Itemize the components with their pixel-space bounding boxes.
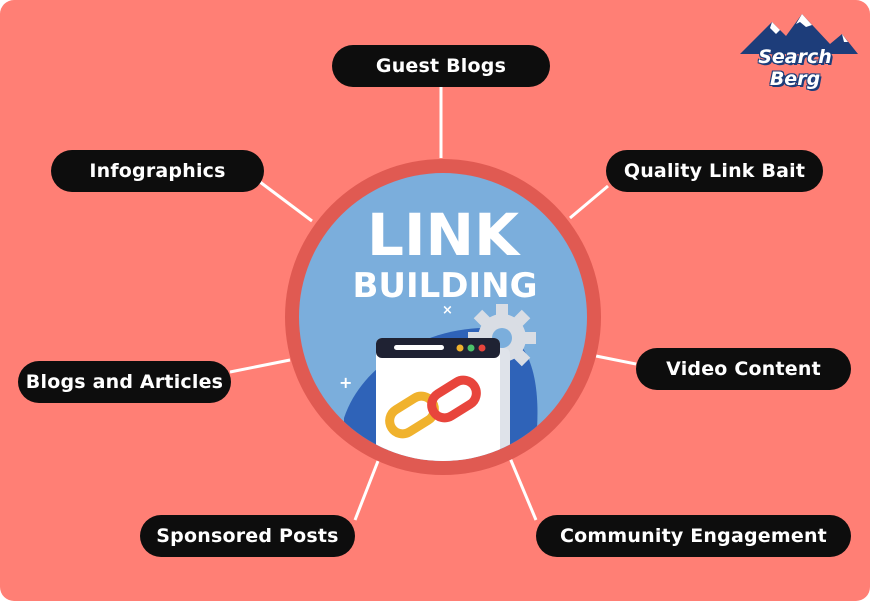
tactic-guest-blogs: Guest Blogs bbox=[332, 45, 550, 87]
chain-link-icon bbox=[385, 375, 481, 439]
search-berg-logo: Search Berg bbox=[730, 10, 860, 90]
tactic-video-content: Video Content bbox=[636, 348, 851, 390]
tactic-blogs-and-articles: Blogs and Articles bbox=[18, 361, 231, 403]
mountain-logo-icon bbox=[740, 14, 858, 54]
close-x-icon: × bbox=[442, 303, 453, 318]
connector-quality-link-bait bbox=[569, 184, 609, 220]
plus-icon: + bbox=[339, 373, 352, 392]
hub-illustration: × + bbox=[285, 159, 601, 475]
logo-text: Search Berg bbox=[758, 46, 832, 90]
connector-community-engagement bbox=[508, 457, 538, 521]
hub-title-line2: BUILDING bbox=[352, 266, 538, 306]
tactic-community-engagement: Community Engagement bbox=[536, 515, 851, 557]
tactic-infographics: Infographics bbox=[51, 150, 264, 192]
connector-blogs-and-articles bbox=[229, 358, 291, 374]
tactic-sponsored-posts: Sponsored Posts bbox=[140, 515, 355, 557]
link-building-hub: × + LINK BUILDING bbox=[284, 158, 602, 476]
connector-sponsored-posts bbox=[353, 460, 380, 521]
connector-infographics bbox=[259, 180, 313, 223]
tactic-quality-link-bait: Quality Link Bait bbox=[606, 150, 823, 192]
connector-video-content bbox=[595, 354, 637, 366]
hub-title-line1: LINK bbox=[366, 201, 520, 269]
